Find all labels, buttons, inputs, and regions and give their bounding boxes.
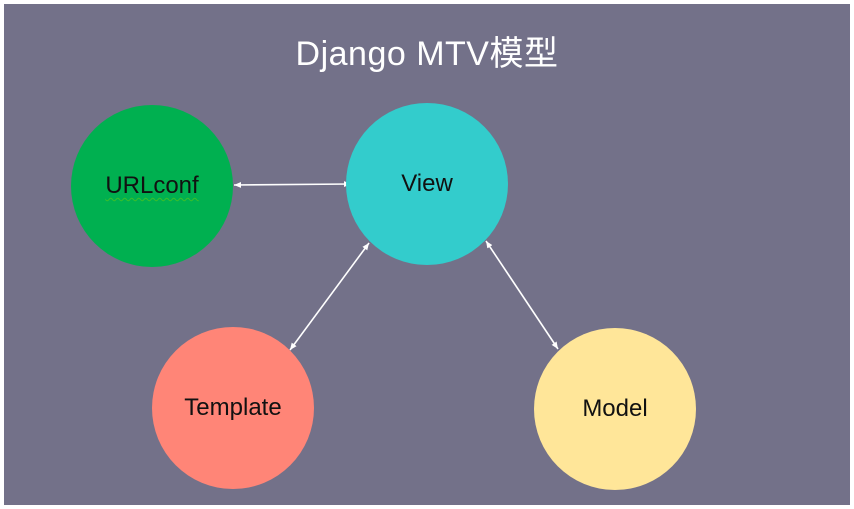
view-label: View — [401, 170, 453, 197]
model-node: Model — [534, 328, 696, 490]
urlconf-node: URLconf — [71, 105, 233, 267]
model-label: Model — [582, 395, 648, 422]
page-title: Django MTV模型 — [295, 35, 559, 73]
template-label: Template — [184, 394, 282, 421]
template-node: Template — [152, 327, 314, 489]
view-node: View — [346, 103, 508, 265]
urlconf-label: URLconf — [105, 172, 199, 199]
